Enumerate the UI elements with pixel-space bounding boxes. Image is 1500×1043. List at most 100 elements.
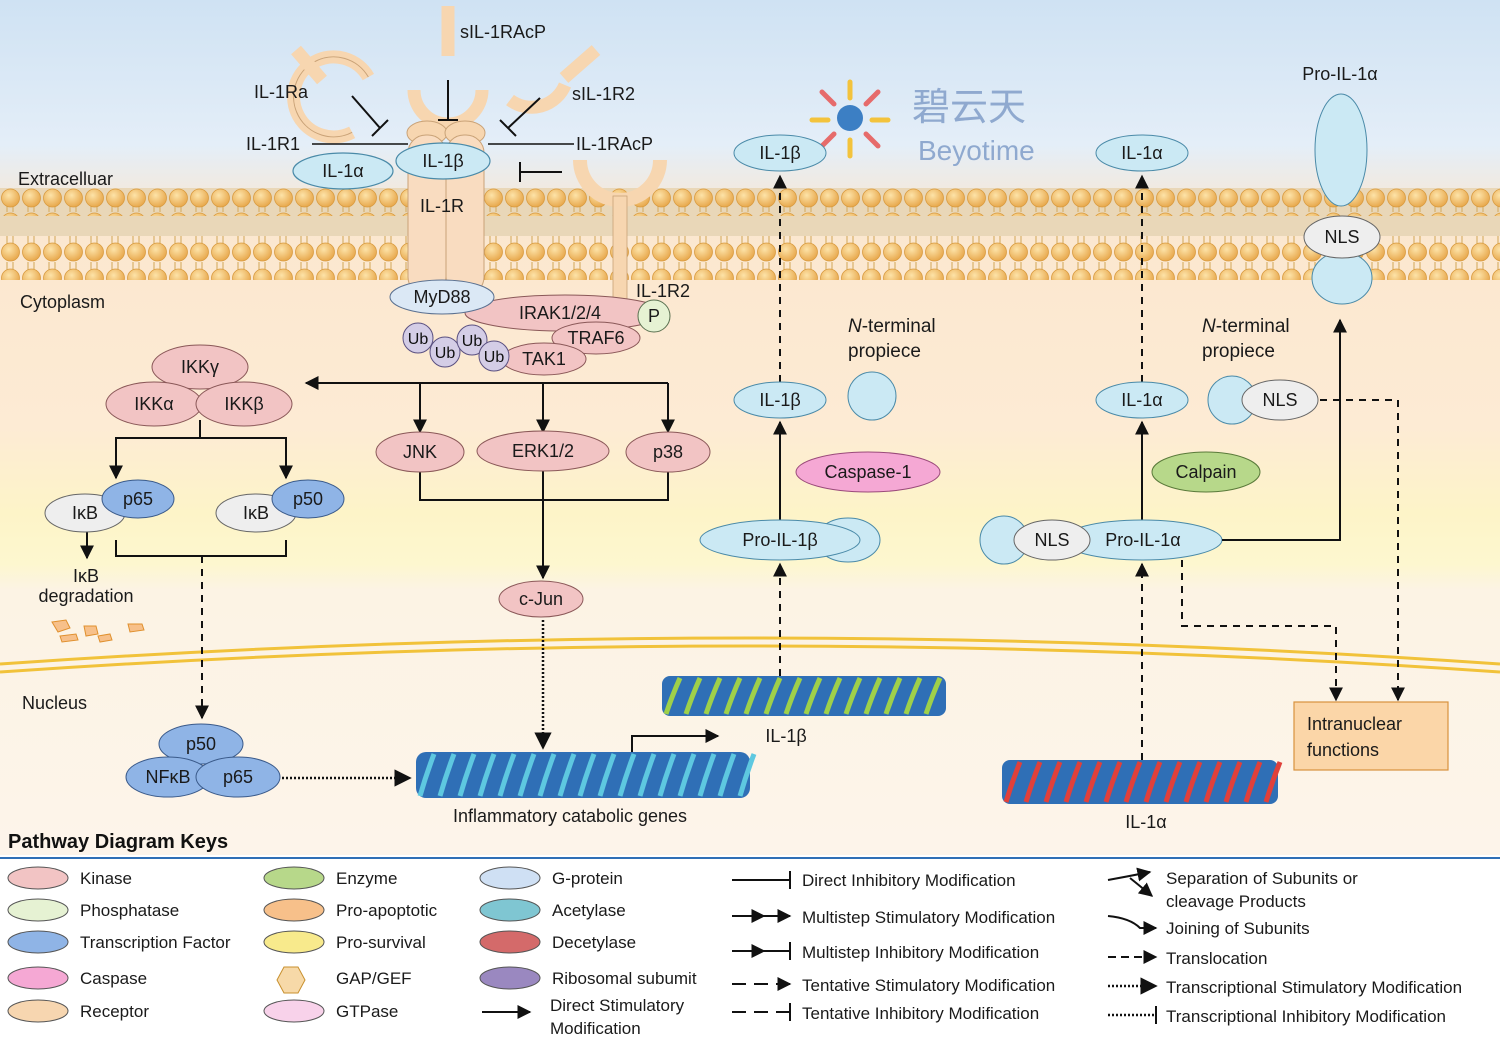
gap-gef-key-label: GAP/GEF [336,969,412,988]
phospho-label: P [648,306,660,326]
p65-node [195,756,281,798]
pro-il1a-top-label: Pro-IL-1α [1302,64,1377,84]
inflammatory-genes-label: Inflammatory catabolic genes [453,806,687,826]
g-protein-key-label: G-protein [552,869,623,888]
traf6-node [551,321,641,355]
gap-gef-icon [276,966,306,994]
pro-il1a-label: Pro-IL-1α [1105,530,1180,550]
il1ra-receptor [287,45,389,144]
line-key-label: Multistep Stimulatory Modification [802,908,1055,927]
line-key-label: Translocation [1166,949,1267,968]
p50-label: p50 [186,734,216,754]
ub-label: Ub [435,345,456,362]
receptor-complex: IL-1Ra sIL-1RAcP sIL-1R2 IL-1R1 IL-1RAcP [246,6,690,309]
ikkb-node [195,381,293,427]
il1r-label: IL-1R [420,196,464,216]
enzyme-key-label: Enzyme [336,869,397,888]
sil1r2-receptor [499,45,601,137]
gtpase-key-label: GTPase [336,1002,398,1021]
nterm-propiece-label-a: N-terminal [1202,316,1290,337]
nfkb-label: NFκB [146,767,191,787]
pro-apoptotic-swatch [263,898,325,922]
il1a-bound [292,152,394,190]
tak1-label: TAK1 [522,349,566,369]
degradation-fragments-icon [51,619,145,643]
ub-node [429,336,461,368]
il1a-mature-label: IL-1α [1121,390,1162,410]
ribosomal-subunit-swatch [479,966,541,990]
il1b-mature-label: IL-1β [759,390,800,410]
transcription-factor-key-label: Transcription Factor [80,933,231,952]
pro-apoptotic-key-label: Pro-apoptotic [336,901,438,920]
line-key-label: Transcriptional Stimulatory Modification [1166,978,1462,997]
ikkg-label: IKKγ [181,357,219,377]
erk-label: ERK1/2 [512,441,574,461]
ub-node [478,340,510,372]
ub-label: Ub [484,349,505,366]
pro-survival-key-label: Pro-survival [336,933,426,952]
pro-survival-swatch [263,930,325,954]
ub-node [402,322,434,354]
line-key-label: Tentative Stimulatory Modification [802,976,1055,995]
enzyme-swatch [263,866,325,890]
keys-title: Pathway Diagram Keys [8,831,228,853]
il1a-secreted [1095,134,1189,172]
line-key-label: Multistep Inhibitory Modification [802,943,1039,962]
beyotime-logo: 碧云天 Beyotime [809,79,1035,166]
nls-label: NLS [1324,227,1359,247]
phospho-node [637,299,671,333]
p50-label: p50 [293,489,323,509]
extracellular-label: Extracelluar [18,169,113,189]
traf6-label: TRAF6 [567,328,624,348]
jnk-node [375,431,465,473]
nfkb-complex: p50 NFκB p65 [125,723,281,798]
il1a-secreted-label: IL-1α [1121,143,1162,163]
ub-label: Ub [462,333,483,350]
intranuclear-label: Intranuclear [1307,714,1402,734]
ikkg-node [151,344,249,390]
decetylase-swatch [479,930,541,954]
caspase1-label: Caspase-1 [824,462,911,482]
transcription-factor-swatch [7,930,69,954]
decetylase-key-label: Decetylase [552,933,636,952]
gtpase-swatch [263,999,325,1023]
ikb-label: IκB [243,503,269,523]
il1b-secreted [733,134,827,172]
kinase-key-label: Kinase [80,869,132,888]
p65-label: p65 [223,767,253,787]
kinase-swatch [7,866,69,890]
il1a-gene-dna [1002,760,1283,804]
nterm-propiece-label: N-terminal [848,316,936,337]
il1r1-label: IL-1R1 [246,134,300,154]
ikb-p50-complex: IκB p50 [215,479,345,533]
inflammatory-genes-dna [416,752,757,798]
cytoplasm-label: Cytoplasm [20,292,105,312]
erk-node [476,430,610,472]
line-key-label: Joining of Subunits [1166,919,1310,938]
myd88-node [389,279,495,315]
g-protein-swatch [479,866,541,890]
intranuclear-functions-box [1293,701,1449,771]
nucleus-label: Nucleus [22,693,87,713]
p65-node [101,479,175,519]
p38-label: p38 [653,442,683,462]
ribosomal-subunit-key-label: Ribosomal subumit [552,969,697,988]
il1r2-receptor [573,159,667,309]
nls-label: NLS [1262,390,1297,410]
p50-node [158,723,244,765]
adaptor-complex: IRAK1/2/4 MyD88 P TRAF6 TAK1 Ub Ub Ub Ub [389,279,671,376]
cjun-node [498,580,584,618]
ikb-p65-complex: IκB p65 [44,479,175,533]
ikkb-label: IKKβ [224,394,263,414]
il1b-gene-dna [662,676,946,716]
il1b-gene-label: IL-1β [765,726,806,746]
intranuclear-label-2: functions [1307,740,1379,760]
line-key-label: Transcriptional Inhibitory Modification [1166,1007,1446,1026]
il1a-mature [1095,381,1189,419]
ub-node [456,324,488,356]
tak1-arrows [80,376,675,580]
direct-stimulatory-key-label: Modification [550,1019,641,1038]
calpain-label: Calpain [1175,462,1236,482]
